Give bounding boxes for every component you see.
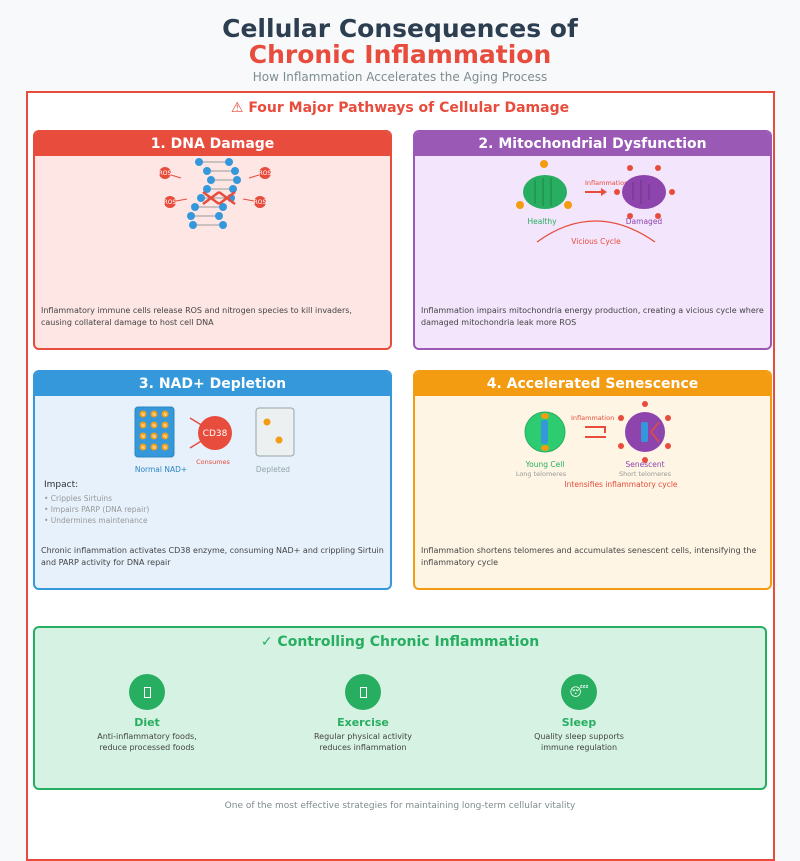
cd38-enzyme [198,416,232,450]
nad-molecule [139,410,147,418]
impact-item: • Undermines maintenance [44,516,148,525]
nad-molecule [161,421,169,429]
strategy-name: Diet [134,716,160,729]
strategy-name: Exercise [337,716,389,729]
card-title: 2. Mitochondrial Dysfunction [415,132,770,156]
consumes-label: Consumes [196,458,230,466]
dna-damage-illustration: ROS ROS ROS ROS [159,158,272,229]
inflammation-label: Inflammation [585,179,628,187]
ros-label: ROS [159,170,172,177]
vicious-cycle-arrow [536,220,656,243]
exercise-icon [345,674,381,710]
strategy-exercise: Exercise Regular physical activity reduce… [273,674,453,753]
strategy-sleep: 😴 Sleep Quality sleep supports immune reg… [489,674,669,753]
mitochondria-illustration: Inflammation Healthy Damaged Vicious Cyc… [516,160,675,246]
nad-molecule-label: N [141,434,144,440]
ros-label: ROS [254,199,267,206]
dna-break-mark [202,191,236,205]
nad-molecule [161,432,169,440]
card-dna-damage: 1. DNA Damage ROS ROS ROS ROS Inflammato… [33,130,392,350]
control-title: ✓ Controlling Chronic Inflammation [260,634,540,650]
ros-label: ROS [164,199,177,206]
nad-molecule [139,432,147,440]
food-icon [129,674,165,710]
strategy-desc: Anti-inflammatory foods, [97,732,197,741]
ros-label: ROS [259,170,272,177]
card-description: Inflammation shortens telomeres and accu… [421,546,757,567]
footer-note: One of the most effective strategies for… [224,801,576,811]
healthy-mitochondrion [523,175,567,209]
nad-molecule-label: N [163,412,166,418]
strategy-name: Sleep [561,716,597,729]
nad-molecule-label: N [152,423,155,429]
nad-molecule [150,432,158,440]
nad-molecule [150,410,158,418]
pathways-title: ⚠ Four Major Pathways of Cellular Damage [230,100,570,116]
strategy-desc: immune regulation [540,743,618,752]
page-title-line2: Chronic Inflammation [248,40,552,69]
card-title: 1. DNA Damage [35,132,390,156]
strategy-desc: reduce processed foods [99,743,195,752]
strategy-diet: Diet Anti-inflammatory foods, reduce proc… [57,674,237,753]
depleted-nad-pool [255,407,295,457]
impact-list: • Cripples Sirtuins • Impairs PARP (DNA … [44,493,149,526]
strategy-desc: Regular physical activity [313,732,413,741]
card-accelerated-senescence: 4. Accelerated Senescence Inflammation Y… [413,370,772,590]
healthy-label: Healthy [527,217,557,226]
sleeping-face-icon: 😴 [561,674,597,710]
card-description: Chronic inflammation activates CD38 enzy… [41,546,384,567]
nad-molecule-label: N [152,434,155,440]
impact-item: • Cripples Sirtuins [44,494,113,503]
cycle-label: Intensifies inflammatory cycle [564,480,677,489]
nad-molecule-label: N [163,423,166,429]
vicious-cycle-label: Vicious Cycle [571,237,621,246]
nad-molecule [150,421,158,429]
card-description: Inflammation impairs mitochondria energy… [421,306,764,327]
normal-nad-label: Normal NAD+ [135,465,187,474]
young-cell-sublabel: Long telomeres [516,470,567,478]
nad-molecule-label: N [152,412,155,418]
damaged-mitochondrion [622,175,666,209]
card-title: 4. Accelerated Senescence [415,372,770,396]
nad-molecule [150,443,158,451]
nad-molecule [139,421,147,429]
young-cell-label: Young Cell [525,460,565,469]
card-title: 3. NAD+ Depletion [35,372,390,396]
card-mitochondrial-dysfunction: 2. Mitochondrial Dysfunction Inflammatio… [413,130,772,350]
nad-molecule-label: N [141,423,144,429]
ros-molecules [159,167,271,208]
senescent-sublabel: Short telomeres [619,470,672,478]
nad-molecule [139,443,147,451]
inflammation-label: Inflammation [571,414,614,422]
nad-molecule-label: N [152,445,155,451]
impact-item: • Impairs PARP (DNA repair) [44,505,150,514]
nad-molecule [161,410,169,418]
cd38-label: CD38 [203,429,228,439]
senescence-illustration: Inflammation Young Cell Long telomeres S… [516,401,678,489]
page-subtitle: How Inflammation Accelerates the Aging P… [252,70,548,84]
damaged-label: Damaged [626,217,663,226]
nad-molecule-label: N [163,434,166,440]
impact-title: Impact: [44,480,79,490]
nad-molecule-label: N [163,445,166,451]
page-title-line1: Cellular Consequences of [222,14,578,43]
senescent-label: Senescent [625,460,664,469]
strategy-desc: Quality sleep supports [534,732,624,741]
nad-molecule [161,443,169,451]
nad-molecule-label: N [141,445,144,451]
strategy-desc: reduces inflammation [319,743,407,752]
control-panel: ✓ Controlling Chronic Inflammation Diet … [33,626,767,790]
depleted-label: Depleted [256,465,290,474]
card-description: Inflammatory immune cells release ROS an… [41,306,352,327]
nad-molecule-label: N [141,412,144,418]
